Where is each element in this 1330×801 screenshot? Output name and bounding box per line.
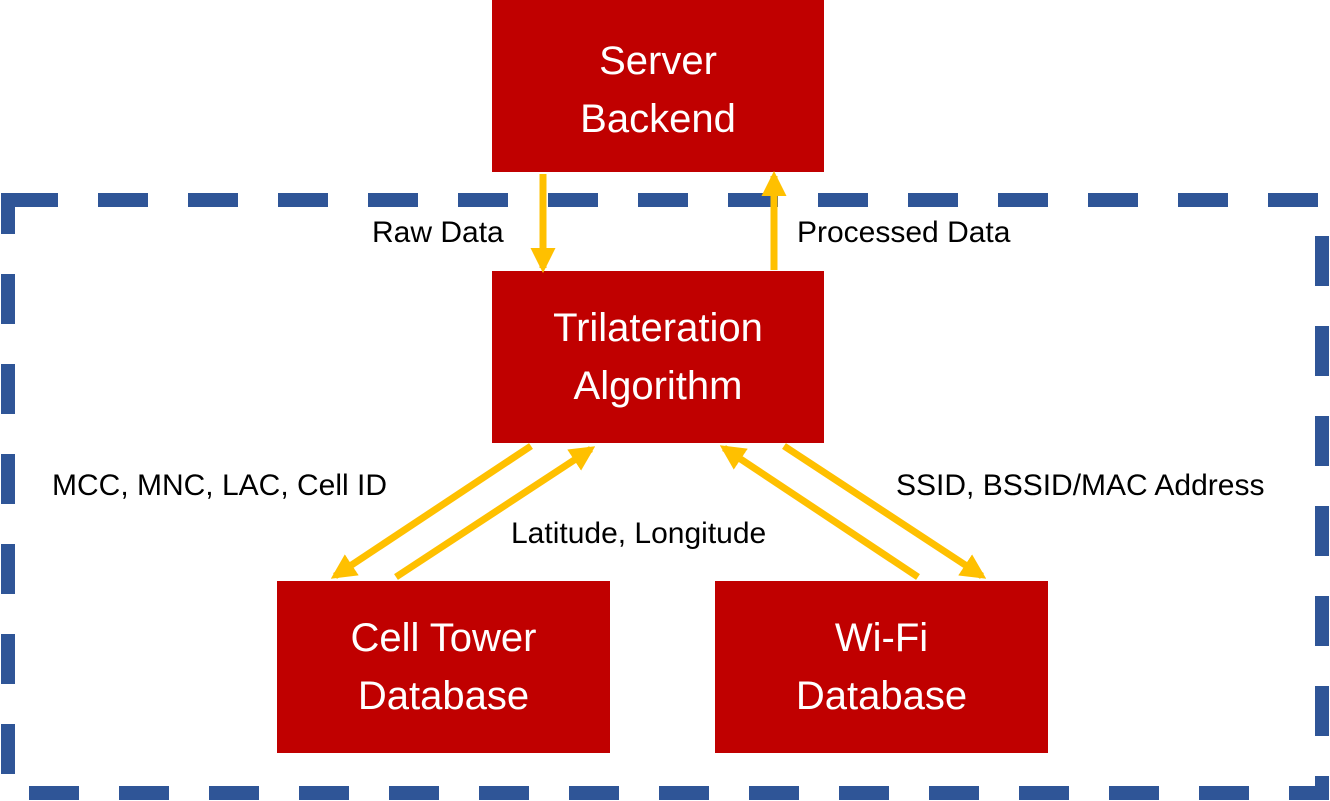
server-backend-label-line2: Backend: [580, 97, 736, 141]
device-boundary: [1, 193, 1329, 800]
cell-tower-database-node: Cell Tower Database: [277, 581, 610, 753]
cell-tower-label-line1: Cell Tower: [350, 616, 537, 660]
server-backend-node: Server Backend: [492, 0, 824, 172]
cell-response-label: Latitude, Longitude: [511, 517, 767, 550]
wifi-label-line2: Database: [795, 674, 968, 718]
server-backend-label-line1: Server: [599, 39, 717, 83]
cell-query-arrow: [330, 443, 533, 579]
cell-query-label: MCC, MNC, LAC, Cell ID: [52, 469, 388, 502]
trilateration-node: Trilateration Algorithm: [492, 271, 824, 443]
wifi-database-node: Wi-Fi Database: [715, 581, 1048, 753]
wifi-query-label: SSID, BSSID/MAC Address: [896, 469, 1265, 502]
wifi-label-line1: Wi-Fi: [834, 616, 929, 660]
raw-data-label: Raw Data: [372, 216, 504, 249]
trilateration-label-line2: Algorithm: [573, 364, 743, 408]
processed-data-label: Processed Data: [797, 216, 1011, 249]
cell-tower-label-line2: Database: [357, 674, 530, 718]
wifi-response-arrow: [719, 445, 920, 580]
cell-response-arrow: [394, 446, 596, 580]
wifi-query-arrow: [782, 443, 987, 579]
trilateration-label-line1: Trilateration: [553, 306, 763, 350]
